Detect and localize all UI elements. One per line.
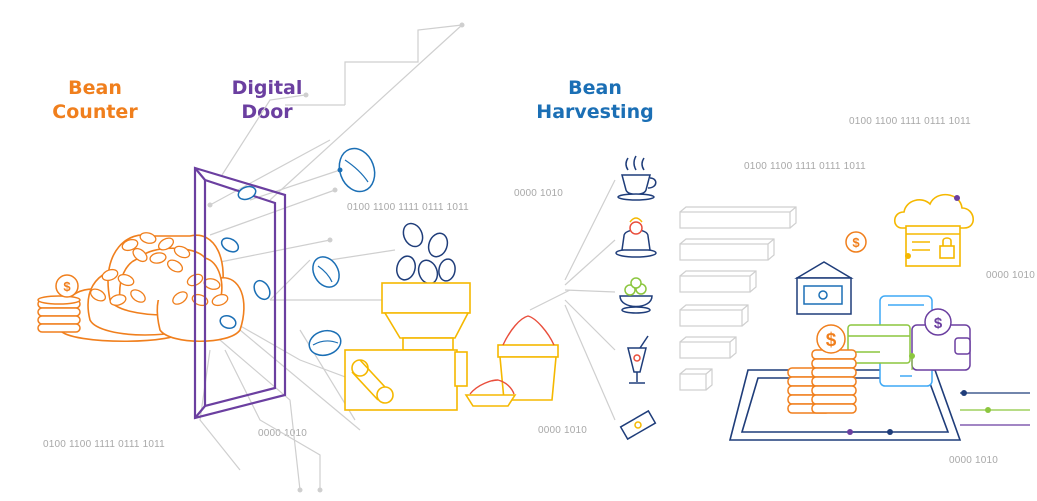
connector-dot: [459, 22, 465, 28]
connector-dot: [317, 487, 323, 493]
candy-bar-icon: [619, 409, 657, 441]
coffee-beans-into-hopper: [396, 222, 456, 285]
coin-dollar-sign: $: [63, 279, 71, 294]
digital-door-heading: Digital Door: [212, 76, 322, 124]
connector-dot: [332, 187, 338, 193]
chart-bar: [679, 206, 797, 229]
binary-string: 0000 1010: [986, 270, 1036, 281]
digital-door-heading-line1: Digital: [231, 77, 303, 99]
ground-coffee-piles: [469, 315, 555, 395]
connector-dot: [327, 237, 333, 243]
bean-counter-heading: Bean Counter: [40, 76, 150, 124]
connector-dot: [985, 407, 991, 413]
flying-beans: [219, 147, 376, 357]
secure-browser-icon: [905, 225, 961, 267]
binary-string: 0100 1100 1111 0111 1011: [347, 202, 469, 213]
binary-string: 0000 1010: [949, 455, 999, 466]
bean-counter-heading-line2: Counter: [52, 101, 138, 123]
bank-icon: [794, 261, 854, 315]
binary-string: 0000 1010: [514, 188, 564, 199]
coin-stack-orange: [37, 274, 81, 333]
coffee-bowl-icon: [619, 277, 653, 314]
coin-stack-dollar-sign: $: [826, 330, 837, 351]
chart-bar: [679, 304, 749, 327]
horizontal-bar-chart: [679, 206, 797, 391]
connector-dot: [337, 167, 343, 173]
connector-dot: [847, 429, 853, 435]
binary-string: 0100 1100 1111 0111 1011: [849, 116, 971, 127]
connector-dot: [207, 202, 213, 208]
connector-dot: [909, 353, 915, 359]
chart-bar: [679, 368, 713, 391]
connector-dot: [297, 487, 303, 493]
binary-string: 0100 1100 1111 0111 1011: [43, 439, 165, 450]
coffee-grinder: [344, 282, 559, 411]
bean-crease-marks: [312, 159, 369, 346]
dollar-circle-sign: $: [852, 235, 860, 250]
dessert-icon: [615, 217, 657, 258]
wallet-coin-dollar-sign: $: [934, 315, 943, 332]
binary-string: 0000 1010: [538, 425, 588, 436]
cloud-icon: [893, 193, 974, 229]
connector-dot: [303, 92, 309, 98]
bean-harvesting-heading-line2: Harvesting: [536, 101, 654, 123]
bean-counter-heading-line1: Bean: [68, 77, 122, 99]
coin-stack-tablet: [787, 324, 857, 414]
bean-harvesting-heading-line1: Bean: [568, 77, 622, 99]
dollar-circle-icon: [845, 231, 867, 253]
connector-dot: [961, 390, 967, 396]
credit-card-icon: [847, 324, 911, 364]
chart-bar: [679, 270, 757, 293]
iced-drink-icon: [627, 335, 649, 384]
bean-harvesting-heading: Bean Harvesting: [525, 76, 665, 124]
connector-dot: [905, 253, 911, 259]
connector-dot: [954, 195, 960, 201]
coffee-cup-icon: [617, 155, 657, 201]
chart-bar: [679, 238, 775, 261]
digital-door-heading-line2: Door: [241, 101, 293, 123]
chart-bar: [679, 336, 737, 359]
binary-string: 0100 1100 1111 0111 1011: [744, 161, 866, 172]
connector-lines: [850, 356, 1030, 433]
coffee-bean-pile: [89, 232, 229, 307]
connector-dot: [887, 429, 893, 435]
wallet-icon: [911, 308, 971, 371]
